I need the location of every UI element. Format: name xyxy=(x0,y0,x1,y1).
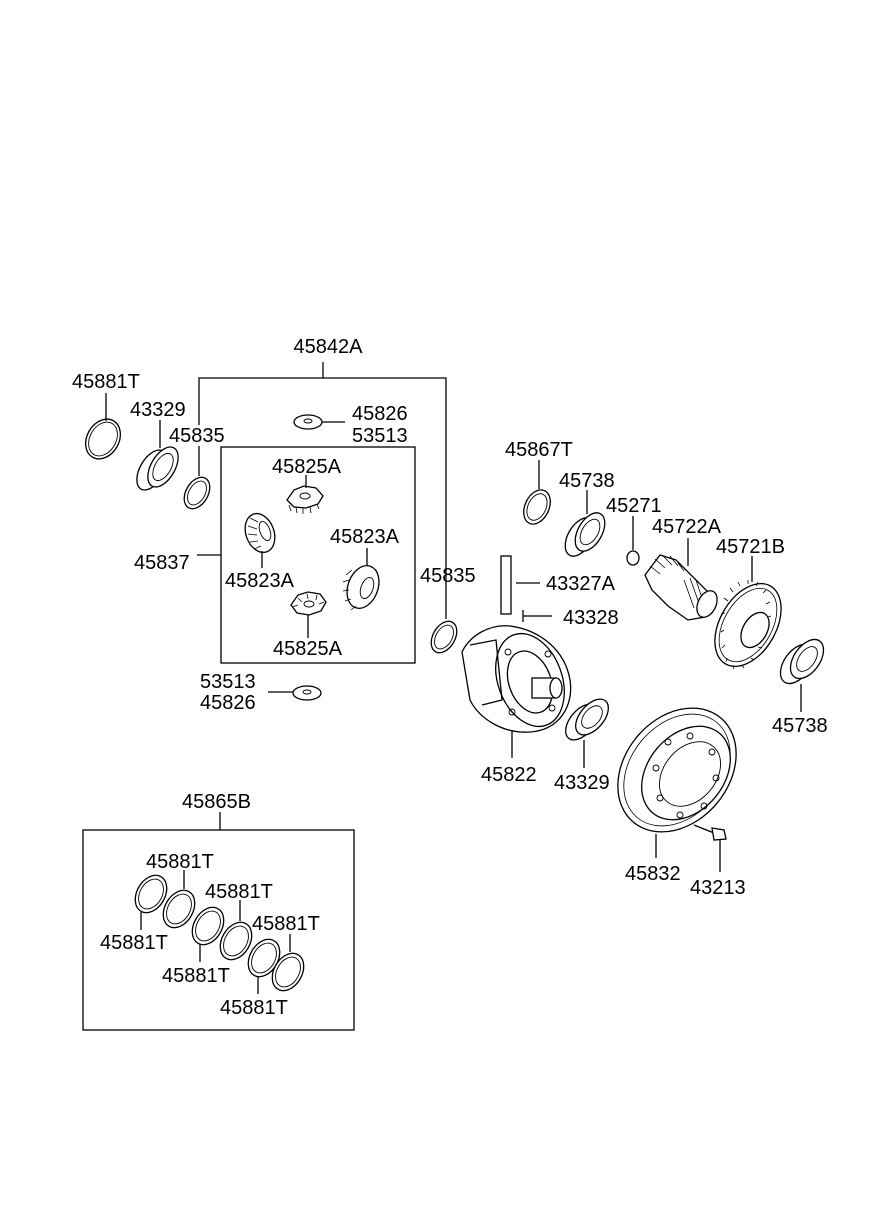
label-45826-top: 45826 xyxy=(352,403,408,425)
label-45865B: 45865B xyxy=(182,791,251,813)
side-gear-45823A-left xyxy=(244,512,276,568)
label-45825A-top: 45825A xyxy=(272,456,342,478)
bearing-43329-case xyxy=(565,698,609,768)
label-ring-2: 45881T xyxy=(205,881,273,903)
label-ring-3: 45881T xyxy=(252,913,320,935)
label-45842A: 45842A xyxy=(294,336,364,358)
label-45722A: 45722A xyxy=(652,516,722,538)
shaft-gear-45722A xyxy=(644,538,718,621)
label-45835-left: 45835 xyxy=(169,425,225,447)
label-45825A-bottom: 45825A xyxy=(273,638,343,660)
snap-ring-45881T xyxy=(84,393,122,460)
label-ring-1: 45881T xyxy=(146,851,214,873)
label-45837: 45837 xyxy=(134,552,190,574)
label-45721B: 45721B xyxy=(716,536,785,558)
assembly-45842A-bracket xyxy=(198,362,447,592)
washer-45835-mid xyxy=(430,592,458,654)
label-45881T-top: 45881T xyxy=(72,371,140,393)
label-43329-case: 43329 xyxy=(554,772,610,794)
label-45822: 45822 xyxy=(481,764,537,786)
washer-45826-top xyxy=(293,414,345,430)
label-45271: 45271 xyxy=(606,495,662,517)
label-45738-lower: 45738 xyxy=(772,715,828,737)
ring-shim-45867T xyxy=(523,460,551,525)
label-ring-4: 45881T xyxy=(100,932,168,954)
label-45823A-right: 45823A xyxy=(330,526,400,548)
ring-gear-45832 xyxy=(617,707,737,858)
label-43329-left: 43329 xyxy=(130,399,186,421)
part-45271 xyxy=(626,516,640,566)
kit-45837-box xyxy=(220,446,416,664)
differential-case-45822 xyxy=(461,625,572,758)
label-45826-bottom: 45826 xyxy=(200,692,256,714)
side-gear-45823A-right xyxy=(342,548,380,611)
label-43328: 43328 xyxy=(563,607,619,629)
bearing-45738-lower xyxy=(779,638,825,712)
gear-45721B xyxy=(714,556,782,670)
kit-45865B-box xyxy=(82,829,355,1031)
label-45823A-left: 45823A xyxy=(225,570,295,592)
label-45835-mid: 45835 xyxy=(420,565,476,587)
washer-45826-bottom xyxy=(268,685,322,701)
label-43327A: 43327A xyxy=(546,573,616,595)
bearing-45738-upper xyxy=(564,490,606,557)
label-43213: 43213 xyxy=(690,877,746,899)
label-45832: 45832 xyxy=(625,863,681,885)
snap-ring-kit-rings xyxy=(134,870,305,994)
washer-45835-left xyxy=(183,446,211,510)
label-53513-bottom: 53513 xyxy=(200,671,256,693)
pinion-gear-45825A-top xyxy=(286,475,324,514)
label-ring-5: 45881T xyxy=(162,965,230,987)
bolt-43213 xyxy=(693,824,727,872)
label-45738-upper: 45738 xyxy=(559,470,615,492)
pinion-gear-45825A-bottom xyxy=(290,591,327,638)
bearing-43329-left xyxy=(136,420,179,491)
label-45867T: 45867T xyxy=(505,439,573,461)
label-ring-6: 45881T xyxy=(220,997,288,1019)
pinion-shaft-43327A xyxy=(500,555,540,615)
pin-43328 xyxy=(522,610,552,622)
label-53513-top: 53513 xyxy=(352,425,408,447)
